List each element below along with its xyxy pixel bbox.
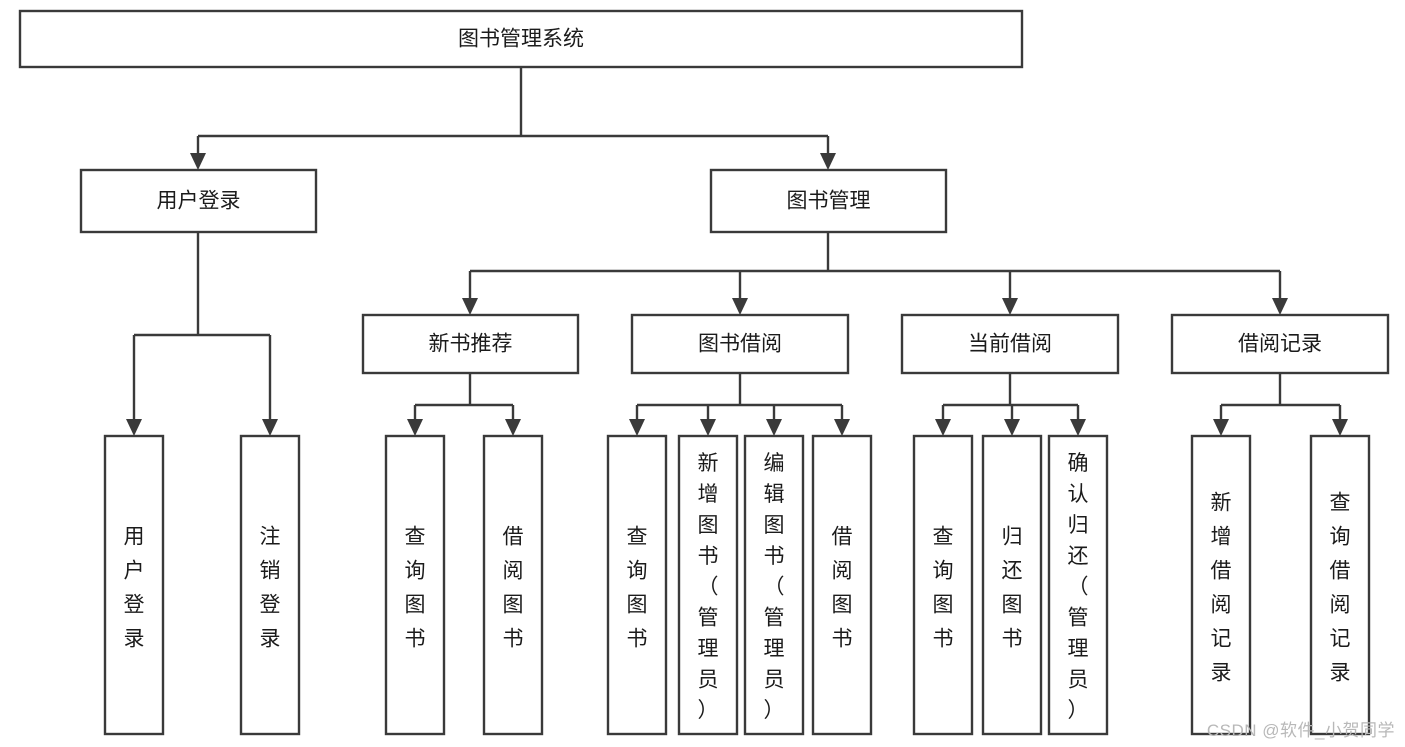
level3-node-box[interactable]: [900, 313, 1120, 375]
leaf-node-box[interactable]: [103, 434, 165, 736]
arrow-head-icon: [732, 298, 748, 315]
leaf-node-label: 归还图书: [1002, 526, 1023, 651]
leaf-node-label: 查询借阅记录: [1330, 492, 1351, 685]
leaf-node-label: 编辑图书（管理员）: [764, 452, 785, 722]
leaf-node-label: 借阅图书: [832, 526, 853, 651]
root-node-box[interactable]: [18, 9, 1024, 69]
leaf-node-box[interactable]: [1190, 434, 1252, 736]
level3-node-3[interactable]: 借阅记录: [1170, 313, 1390, 375]
leaf-node-label: 查询图书: [933, 526, 954, 651]
level3-node-box[interactable]: [1170, 313, 1390, 375]
leaf-node-label: 新增借阅记录: [1211, 492, 1232, 685]
level2-node-1[interactable]: 图书管理: [709, 168, 948, 234]
leaf-node-12[interactable]: 查询借阅记录: [1309, 434, 1371, 736]
leaf-node-box[interactable]: [384, 434, 446, 736]
leaf-node-0[interactable]: 用户登录: [103, 434, 165, 736]
leaf-node-label: 用户登录: [124, 526, 145, 651]
arrow-head-icon: [1332, 419, 1348, 436]
level3-node-0[interactable]: 新书推荐: [361, 313, 580, 375]
arrow-head-icon: [1002, 298, 1018, 315]
leaf-node-7[interactable]: 借阅图书: [811, 434, 873, 736]
level2-node-0[interactable]: 用户登录: [79, 168, 318, 234]
arrow-head-icon: [935, 419, 951, 436]
arrow-head-icon: [766, 419, 782, 436]
watermark-label: CSDN @软件_小贺同学: [1206, 721, 1395, 740]
leaf-node-label: 查询图书: [405, 526, 426, 651]
leaf-node-4[interactable]: 查询图书: [606, 434, 668, 736]
leaf-node-box[interactable]: [912, 434, 974, 736]
leaf-node-box[interactable]: [743, 434, 805, 736]
root-node-system[interactable]: 图书管理系统: [18, 9, 1024, 69]
leaf-node-11[interactable]: 新增借阅记录: [1190, 434, 1252, 736]
leaf-node-6[interactable]: 编辑图书（管理员）: [743, 434, 805, 736]
leaf-node-5[interactable]: 新增图书（管理员）: [677, 434, 739, 736]
level3-node-box[interactable]: [361, 313, 580, 375]
leaf-node-label: 注销登录: [260, 526, 281, 651]
level3-node-box[interactable]: [630, 313, 850, 375]
arrow-head-icon: [1272, 298, 1288, 315]
level2-node-box[interactable]: [79, 168, 318, 234]
leaf-node-box[interactable]: [239, 434, 301, 736]
leaf-node-box[interactable]: [1047, 434, 1109, 736]
arrow-head-icon: [834, 419, 850, 436]
arrow-head-icon: [1213, 419, 1229, 436]
arrow-head-icon: [700, 419, 716, 436]
level3-node-label: 当前借阅: [968, 333, 1052, 356]
leaf-node-label: 新增图书（管理员）: [698, 452, 719, 722]
level3-node-label: 新书推荐: [429, 333, 513, 356]
arrow-head-icon: [820, 153, 836, 170]
leaf-node-box[interactable]: [981, 434, 1043, 736]
arrow-head-icon: [407, 419, 423, 436]
leaf-node-3[interactable]: 借阅图书: [482, 434, 544, 736]
leaf-node-box[interactable]: [482, 434, 544, 736]
leaf-node-box[interactable]: [811, 434, 873, 736]
leaf-node-2[interactable]: 查询图书: [384, 434, 446, 736]
root-node-label: 图书管理系统: [458, 28, 584, 51]
level3-node-2[interactable]: 当前借阅: [900, 313, 1120, 375]
leaf-node-label: 借阅图书: [503, 526, 524, 651]
leaf-node-box[interactable]: [677, 434, 739, 736]
arrow-head-icon: [629, 419, 645, 436]
arrow-head-icon: [505, 419, 521, 436]
leaf-node-10[interactable]: 确认归还（管理员）: [1047, 434, 1109, 736]
level2-node-label: 用户登录: [157, 190, 241, 213]
leaf-node-label: 确认归还（管理员）: [1068, 452, 1089, 722]
arrow-head-icon: [462, 298, 478, 315]
level2-node-label: 图书管理: [787, 190, 871, 213]
leaf-node-9[interactable]: 归还图书: [981, 434, 1043, 736]
arrow-head-icon: [1070, 419, 1086, 436]
node-layer: 图书管理系统用户登录图书管理新书推荐图书借阅当前借阅借阅记录用户登录注销登录查询…: [18, 9, 1390, 736]
arrow-head-icon: [1004, 419, 1020, 436]
level2-node-box[interactable]: [709, 168, 948, 234]
arrow-head-icon: [262, 419, 278, 436]
leaf-node-8[interactable]: 查询图书: [912, 434, 974, 736]
arrow-head-icon: [190, 153, 206, 170]
leaf-node-box[interactable]: [1309, 434, 1371, 736]
leaf-node-label: 查询图书: [627, 526, 648, 651]
level3-node-label: 图书借阅: [698, 333, 782, 356]
connector-layer: [126, 67, 1348, 436]
level3-node-1[interactable]: 图书借阅: [630, 313, 850, 375]
arrow-head-icon: [126, 419, 142, 436]
level3-node-label: 借阅记录: [1238, 333, 1322, 356]
leaf-node-1[interactable]: 注销登录: [239, 434, 301, 736]
leaf-node-box[interactable]: [606, 434, 668, 736]
